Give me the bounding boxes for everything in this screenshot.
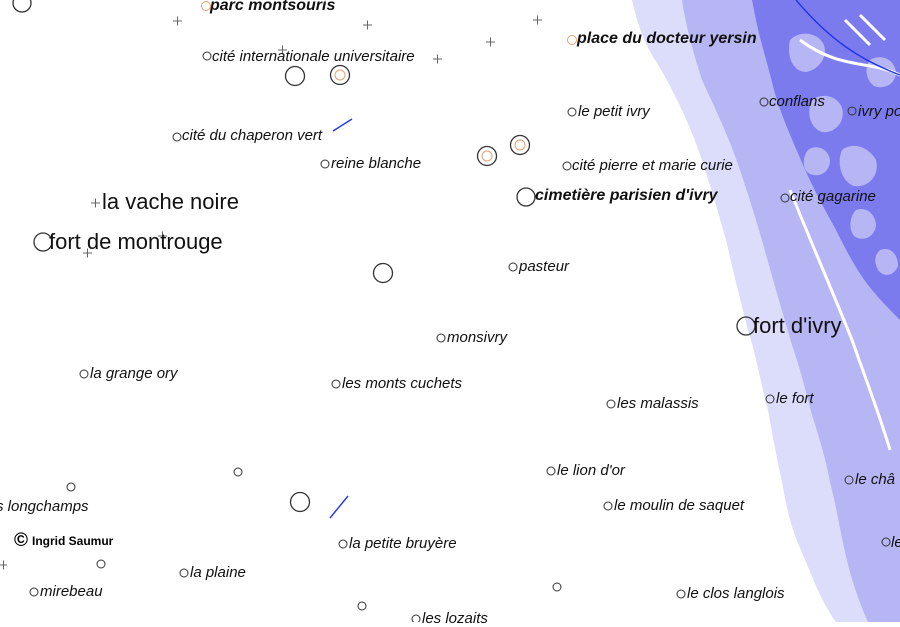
label-ivry-port: ivry po xyxy=(858,103,900,120)
label-reine-blanche: reine blanche xyxy=(331,155,422,172)
label-cite-chaperon-vert: cité du chaperon vert xyxy=(182,127,323,144)
plus-markers xyxy=(0,15,542,570)
label-les-monts-cuchets: les monts cuchets xyxy=(342,375,463,392)
label-la-plaine: la plaine xyxy=(190,564,246,581)
label-cimetiere-ivry: cimetière parisien d'ivry xyxy=(535,187,718,204)
copyright-text: Ingrid Saumur xyxy=(32,533,114,548)
label-le-moulin-de-saquet: le moulin de saquet xyxy=(614,497,745,514)
label-la-vache-noire: la vache noire xyxy=(102,189,239,214)
orange-circle-markers xyxy=(201,1,577,162)
label-conflans: conflans xyxy=(769,93,825,110)
place-dots xyxy=(29,51,891,622)
label-le-chateau: le châ xyxy=(855,471,896,488)
label-longchamps: s longchamps xyxy=(0,498,89,515)
label-monsivry: monsivry xyxy=(447,329,508,346)
circle-markers xyxy=(12,0,756,513)
label-cite-pierre-marie-curie: cité pierre et marie curie xyxy=(572,157,733,174)
label-la-petite-bruyere: la petite bruyère xyxy=(349,535,457,552)
blue-roads xyxy=(329,0,900,519)
label-le-fort: le fort xyxy=(776,390,814,407)
label-la-grange-ory: la grange ory xyxy=(90,365,178,382)
label-fort-divry: fort d'ivry xyxy=(753,313,842,338)
label-mirebeau: mirebeau xyxy=(40,583,103,600)
label-cite-gagarine: cité gagarine xyxy=(790,188,876,205)
label-le-edge: le xyxy=(891,534,900,551)
label-fort-de-montrouge: fort de montrouge xyxy=(49,229,223,254)
label-parc-montsouris: parc montsouris xyxy=(210,0,336,14)
label-cite-internationale: cité internationale universitaire xyxy=(212,48,415,65)
label-les-malassis: les malassis xyxy=(617,395,699,412)
label-les-lozaits: les lozaits xyxy=(422,610,488,627)
copyright-icon: © xyxy=(14,530,28,551)
label-le-petit-ivry: le petit ivry xyxy=(578,103,650,120)
label-place-docteur-yersin: place du docteur yersin xyxy=(577,30,757,47)
river-islands xyxy=(789,33,898,275)
copyright-notice: © Ingrid Saumur xyxy=(14,531,113,550)
label-pasteur: pasteur xyxy=(519,258,570,275)
label-le-clos-langlois: le clos langlois xyxy=(687,585,785,602)
label-le-lion-dor: le lion d'or xyxy=(557,462,625,479)
